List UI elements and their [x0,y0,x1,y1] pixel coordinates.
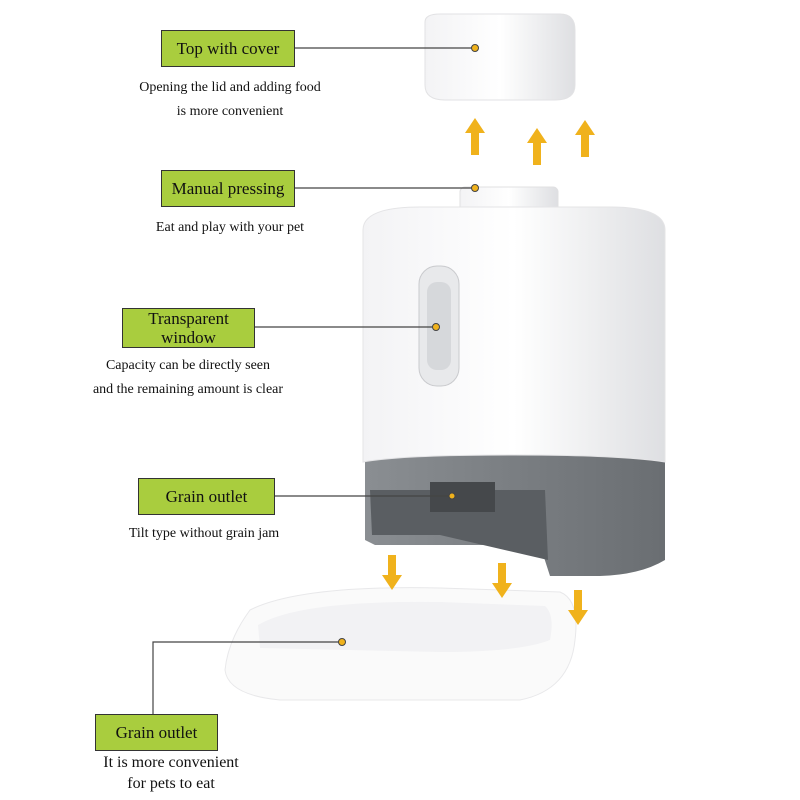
label-top-with-cover: Top with cover [161,30,295,67]
arrow-down-icon [382,555,402,590]
arrow-down-icon [492,563,512,598]
desc-line: Capacity can be directly seen [105,358,271,373]
label-text: Grain outlet [115,723,198,742]
label-text: Grain outlet [165,487,248,506]
desc-line: Eat and play with your pet [155,220,305,235]
arrow-down-icon [568,590,588,625]
up-arrows [465,118,595,165]
arrow-up-icon [527,128,547,165]
label-text: Top with cover [176,39,280,58]
desc-line: for pets to eat [127,775,215,792]
arrow-up-icon [575,120,595,157]
desc-line: and the remaining amount is clear [92,382,284,397]
outlet [430,482,495,512]
label-grain-outlet: Grain outlet [138,478,275,515]
lid [424,13,576,101]
label-bowl-grain-outlet: Grain outlet [95,714,218,751]
callout-dots [338,44,479,646]
desc-grain-outlet: Tilt type without grain jam [74,522,334,546]
desc-line: Tilt type without grain jam [128,526,280,541]
label-text: window [161,328,216,347]
arrow-up-icon [465,118,485,155]
label-text: Transparent [148,309,229,328]
leader-lines [152,47,475,714]
desc-bowl: It is more convenient for pets to eat [41,752,301,794]
desc-line: Opening the lid and adding food [139,80,321,95]
desc-manual-pressing: Eat and play with your pet [100,216,360,240]
label-text: Manual pressing [171,179,285,198]
down-arrows [382,555,588,625]
label-manual-pressing: Manual pressing [161,170,295,207]
desc-top-with-cover: Opening the lid and adding food is more c… [100,76,360,124]
desc-transparent-window: Capacity can be directly seen and the rem… [58,354,318,402]
desc-line: is more convenient [176,104,284,119]
desc-line: It is more convenient [103,754,239,771]
